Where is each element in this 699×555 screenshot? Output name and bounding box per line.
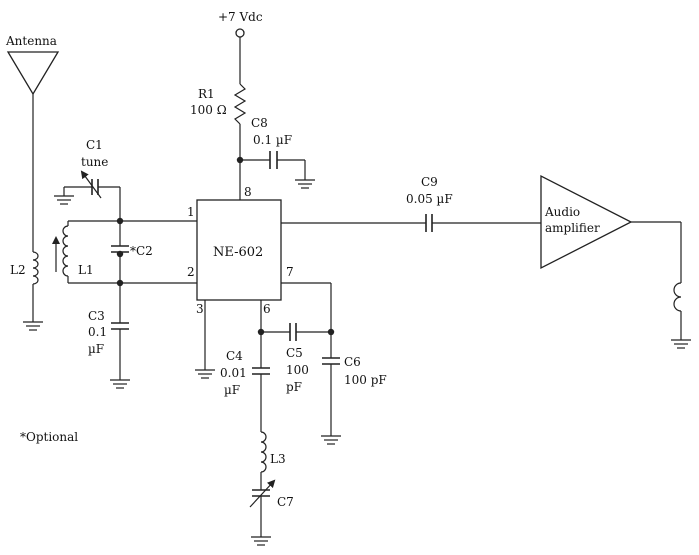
c2-ref: *C2 [130,244,153,258]
l3-ref: L3 [270,452,286,466]
capacitor-c3: C3 0.1 µF [88,283,129,380]
c6-value: 100 pF [344,373,387,387]
c8-value: 0.1 µF [253,133,292,147]
resistor-r1: R1 100 Ω [190,83,247,160]
pin-1-label: 1 [187,205,195,219]
c4-value: 0.01 [220,366,247,380]
c3-ref: C3 [88,309,105,323]
amplifier-symbol [540,174,633,270]
c7-trim-arrow [249,479,276,508]
l2-ref: L2 [10,263,26,277]
capacitor-c1: C1 tune [63,138,121,221]
amplifier-line2: amplifier [545,221,600,235]
c5-value: 100 [286,363,309,377]
c9-value: 0.05 µF [406,192,453,206]
supply-label: +7 Vdc [218,10,263,24]
antenna-label: Antenna [5,34,57,48]
pin-3-label: 3 [196,302,204,316]
c1-tune-arrow [80,170,102,199]
c3-value: 0.1 [88,325,107,339]
supply-terminal-circle [235,28,245,38]
audio-amplifier: Audio amplifier [540,174,633,270]
c9-ref: C9 [421,175,438,189]
capacitor-c2: *C2 [111,221,153,283]
inductor-l3: L3 [260,431,286,490]
c3-unit: µF [88,342,104,356]
capacitor-c4: C4 0.01 µF [220,332,270,432]
ground-c6 [321,435,341,445]
capacitor-c9: C9 0.05 µF [281,175,541,232]
pin-2-label: 2 [187,265,195,279]
ground-c7 [251,536,271,546]
ground-c8 [295,179,315,189]
antenna: Antenna [5,34,60,252]
c4-unit: µF [224,383,240,397]
pin-8-label: 8 [244,185,252,199]
c5-ref: C5 [286,346,303,360]
inductor-l2: L2 [10,251,39,322]
capacitor-c6: C6 100 pF [322,332,387,436]
capacitor-c8: C8 0.1 µF [236,116,306,180]
capacitor-c5: C5 100 pF [261,323,331,394]
r1-ref: R1 [198,87,215,101]
ground-c1 [54,195,74,205]
r1-value: 100 Ω [190,103,227,117]
capacitor-c7: C7 [249,479,294,537]
pin-6-label: 6 [263,302,271,316]
inductor-l1: L1 [52,220,120,284]
c1-ref: C1 [86,138,103,152]
c7-ref: C7 [277,495,294,509]
earphone-symbol [673,282,682,312]
ground-pin3 [195,300,215,379]
l1-ref: L1 [78,263,94,277]
ic-label: NE-602 [213,245,263,260]
headphone-output [631,221,691,349]
ground-l2 [23,321,43,331]
c6-ref: C6 [344,355,361,369]
c4-ref: C4 [226,349,243,363]
c8-ref: C8 [251,116,268,130]
c5-unit: pF [286,380,302,394]
amplifier-line1: Audio [544,205,580,219]
c1-note: tune [81,155,108,169]
ic-ne602: NE-602 1 2 3 6 7 8 [187,185,294,316]
ground-c3 [110,379,130,389]
supply-terminal: +7 Vdc [218,10,263,84]
antenna-symbol [6,51,60,96]
optional-footnote: *Optional [20,430,78,444]
pin-7-label: 7 [286,265,294,279]
